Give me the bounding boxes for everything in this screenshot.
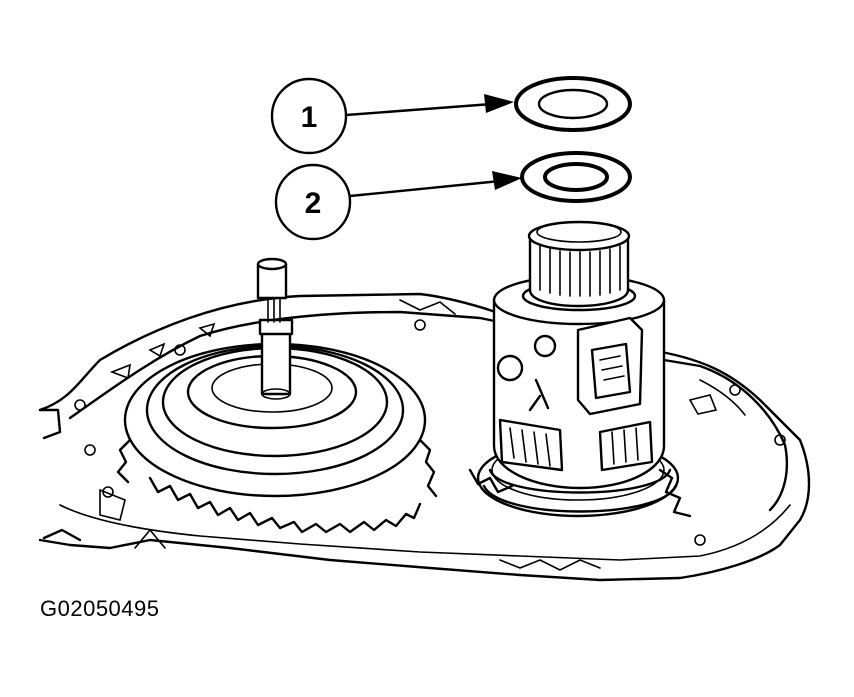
callout-1-leader (344, 102, 494, 117)
figure-code: G02050495 (40, 596, 160, 621)
callout-2-circle (274, 163, 352, 241)
callout-2-arrowhead (492, 171, 522, 190)
callout-1: 1 (270, 77, 514, 155)
differential-assembly (476, 220, 680, 518)
transmission-case (38, 292, 811, 582)
callout-2-leader (348, 179, 502, 198)
gear-teeth (116, 438, 692, 534)
left-gear-assembly (123, 257, 427, 498)
callout-2: 2 (274, 163, 522, 241)
washer-1 (514, 76, 632, 132)
washer-2 (520, 151, 632, 203)
callout-2-number: 2 (305, 187, 322, 220)
callout-1-arrowhead (484, 94, 514, 113)
callout-1-number: 1 (301, 101, 318, 134)
